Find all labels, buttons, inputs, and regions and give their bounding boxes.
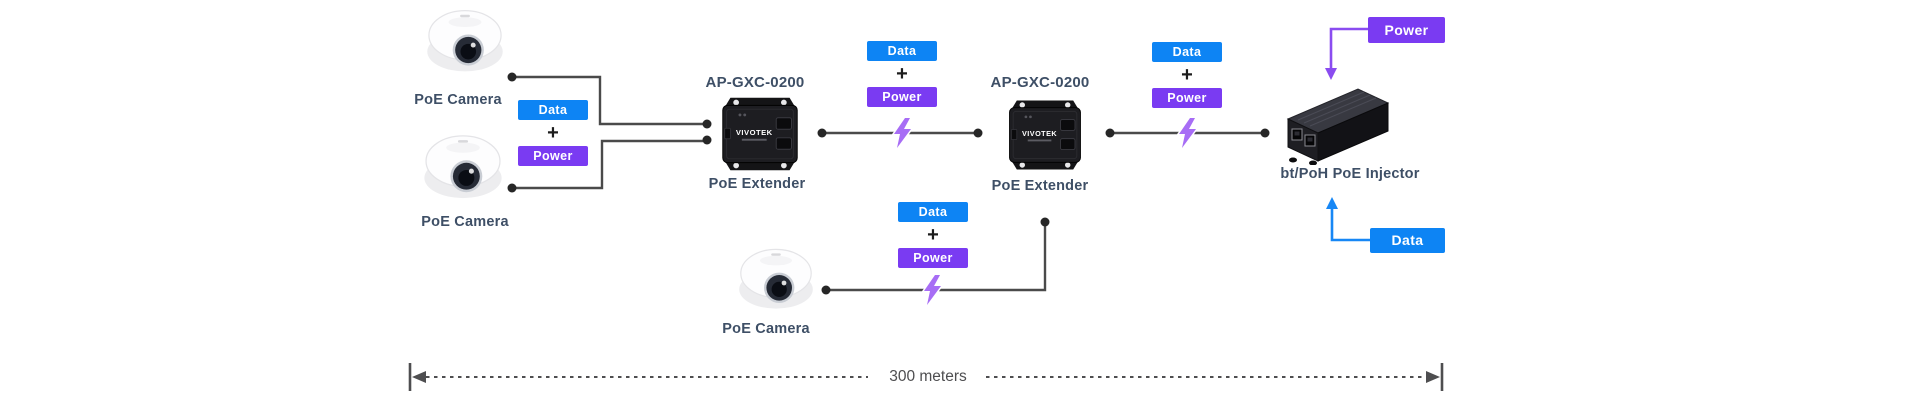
- data-badge: Data: [518, 100, 588, 120]
- power-badge: Power: [867, 87, 937, 107]
- camera-bottom-label: PoE Camera: [722, 321, 810, 337]
- wire-endpoint-dot: [817, 128, 827, 138]
- camera-top-label: PoE Camera: [414, 92, 502, 108]
- extender2-model: AP-GXC-0200: [990, 74, 1090, 91]
- data-power-badge-group: Data + Power: [898, 202, 968, 268]
- data-power-badge-group: Data + Power: [867, 41, 937, 107]
- lightning-bolt-icon: [1176, 116, 1199, 149]
- camera-middle-label: PoE Camera: [421, 214, 509, 230]
- power-badge: Power: [1152, 88, 1222, 108]
- data-badge: Data: [1152, 42, 1222, 62]
- arrow-up-icon: [1326, 197, 1338, 209]
- extender2-label: PoE Extender: [991, 178, 1089, 194]
- lightning-bolt-icon: [891, 116, 914, 149]
- data-arrow: [1330, 207, 1370, 242]
- data-feed-badge: Data: [1370, 228, 1445, 253]
- plus-sign: +: [927, 224, 939, 246]
- lightning-bolt-icon: [921, 273, 944, 306]
- power-feed-badge: Power: [1368, 17, 1445, 43]
- power-arrow: [1329, 27, 1368, 70]
- power-badge: Power: [898, 248, 968, 268]
- wire-endpoint-dot: [507, 183, 517, 193]
- dome-camera-icon: [424, 135, 502, 199]
- arrow-right-icon: [1426, 371, 1440, 383]
- injector-label: bt/PoH PoE Injector: [1280, 166, 1420, 182]
- data-power-badge-group: Data + Power: [518, 100, 588, 166]
- distance-label: 300 meters: [889, 368, 967, 385]
- data-power-badge-group: Data + Power: [1152, 42, 1222, 108]
- plus-sign: +: [547, 122, 559, 144]
- wire-endpoint-dot: [702, 119, 712, 129]
- extender1-label: PoE Extender: [708, 176, 806, 192]
- extender2-brand: VIVOTEK: [1022, 129, 1057, 138]
- wire-endpoint-dot: [1040, 217, 1050, 227]
- wire-endpoint-dot: [507, 72, 517, 82]
- dome-camera-icon: [427, 10, 503, 72]
- wire-endpoint-dot: [973, 128, 983, 138]
- extender1-brand: VIVOTEK: [736, 128, 773, 137]
- dome-camera-icon: [739, 248, 813, 309]
- arrow-left-icon: [412, 371, 426, 383]
- poe-extender-device: VIVOTEK: [1009, 100, 1081, 170]
- wire-endpoint-dot: [702, 135, 712, 145]
- data-badge: Data: [867, 41, 937, 61]
- plus-sign: +: [896, 63, 908, 85]
- wire-endpoint-dot: [1260, 128, 1270, 138]
- data-badge: Data: [898, 202, 968, 222]
- poe-extender-device: VIVOTEK: [722, 97, 798, 171]
- poe-injector-device: [1286, 88, 1390, 165]
- wire-endpoint-dot: [821, 285, 831, 295]
- power-badge: Power: [518, 146, 588, 166]
- plus-sign: +: [1181, 64, 1193, 86]
- extender1-model: AP-GXC-0200: [705, 74, 805, 91]
- wire-endpoint-dot: [1105, 128, 1115, 138]
